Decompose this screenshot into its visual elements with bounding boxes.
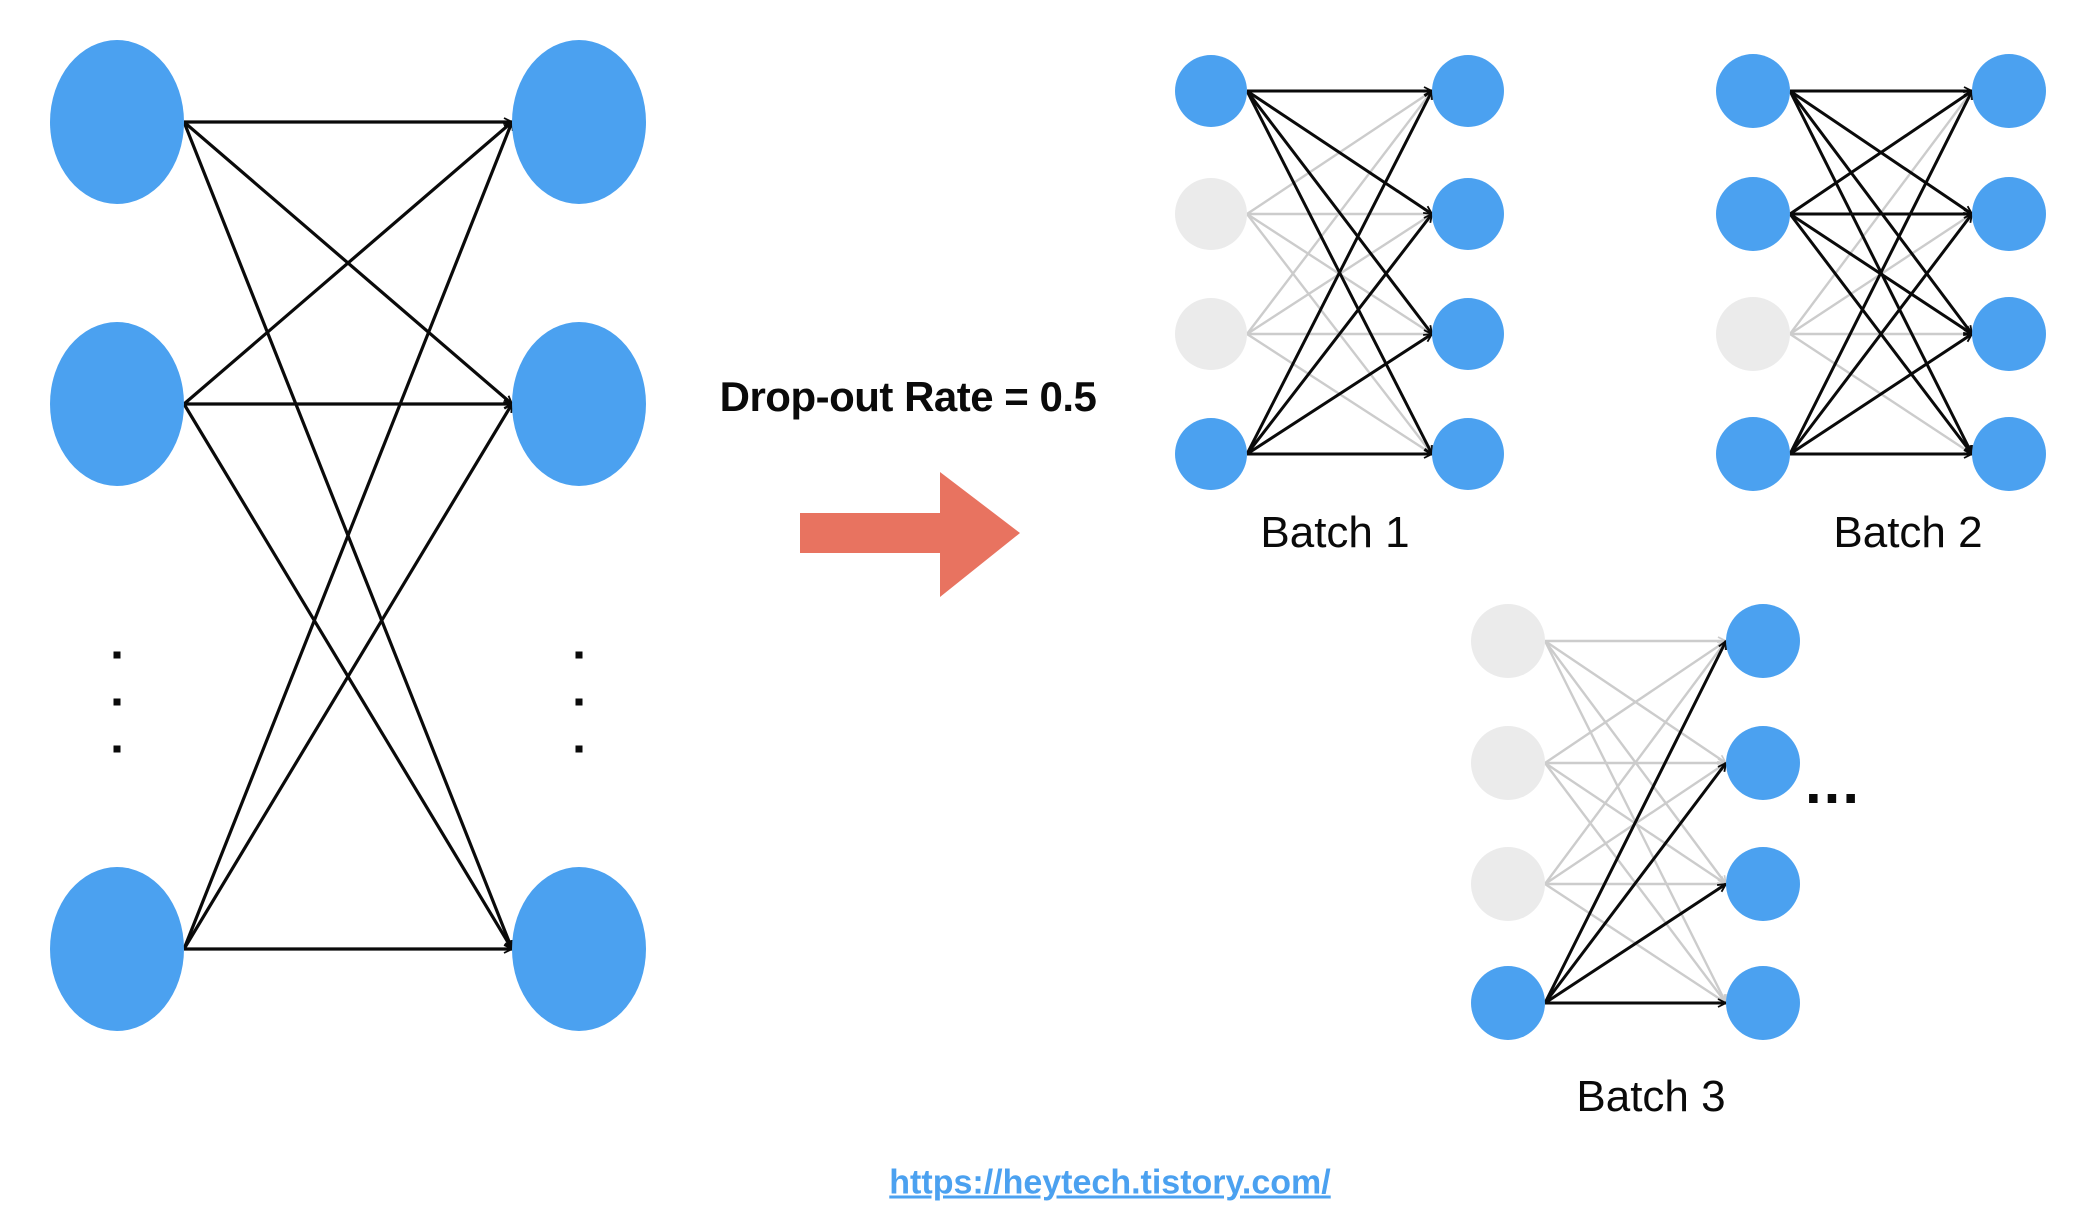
neuron-active: [1716, 417, 1790, 491]
more-batches-ellipsis: ...: [1805, 749, 1862, 816]
edge-active: [1543, 761, 1728, 1004]
neuron-active: [1726, 966, 1800, 1040]
neuron-dropped: [1471, 604, 1545, 678]
source-link[interactable]: https://heytech.tistory.com/: [889, 1163, 1331, 1202]
neuron-active: [1972, 177, 2046, 251]
neuron-dropped: [1716, 297, 1790, 371]
neuron-active: [1726, 726, 1800, 800]
batch-1-label: Batch 1: [1260, 508, 1410, 557]
neuron-active: [1432, 298, 1504, 370]
batch-3-network: [1471, 604, 1800, 1040]
edge-active: [182, 402, 514, 950]
neuron-active: [1175, 418, 1247, 490]
neuron-dropped: [1175, 298, 1247, 370]
edge-active: [1543, 639, 1728, 1004]
neuron-active: [1716, 54, 1790, 128]
edge-dropped: [1544, 640, 1728, 764]
batch-2-label: Batch 2: [1833, 508, 1983, 557]
batch-3-label: Batch 3: [1576, 1072, 1726, 1121]
neuron-dropped: [1471, 726, 1545, 800]
neuron-active: [1972, 417, 2046, 491]
neuron-active: [1716, 177, 1790, 251]
batch-2-network: [1716, 54, 2046, 491]
neuron-active: [1432, 178, 1504, 250]
edge-active: [1245, 90, 1434, 336]
neuron-active: [50, 867, 184, 1031]
neuron-active: [512, 867, 646, 1031]
neuron-active: [1432, 55, 1504, 127]
neuron-active: [512, 322, 646, 486]
neuron-active: [1432, 418, 1504, 490]
edge-active: [182, 120, 514, 406]
neuron-active: [50, 40, 184, 204]
neuron-active: [1972, 54, 2046, 128]
neuron-active: [1726, 604, 1800, 678]
edge-active: [1788, 212, 1974, 455]
neuron-active: [50, 322, 184, 486]
dropout-rate-label: Drop-out Rate = 0.5: [719, 373, 1097, 420]
neuron-dropped: [1175, 178, 1247, 250]
neuron-active: [1972, 297, 2046, 371]
edge-active: [1245, 212, 1434, 455]
edge-active: [1789, 332, 1974, 456]
edge-dropped: [1544, 639, 1728, 885]
neuron-active: [1471, 966, 1545, 1040]
arrow-icon: [800, 472, 1020, 597]
edge-active: [182, 120, 514, 950]
edge-active: [1245, 89, 1434, 455]
edge-active: [1246, 332, 1434, 456]
edge-active: [1544, 882, 1728, 1005]
edge-active: [1789, 89, 1974, 216]
full-network: [50, 40, 646, 1031]
neuron-active: [1175, 55, 1247, 127]
edge-active: [1246, 89, 1434, 216]
neuron-dropped: [1471, 847, 1545, 921]
neuron-active: [1726, 847, 1800, 921]
more-neurons-dots: [113, 651, 583, 753]
neuron-active: [512, 40, 646, 204]
edge-active: [1788, 89, 1974, 455]
batch-1-network: [1175, 55, 1504, 490]
